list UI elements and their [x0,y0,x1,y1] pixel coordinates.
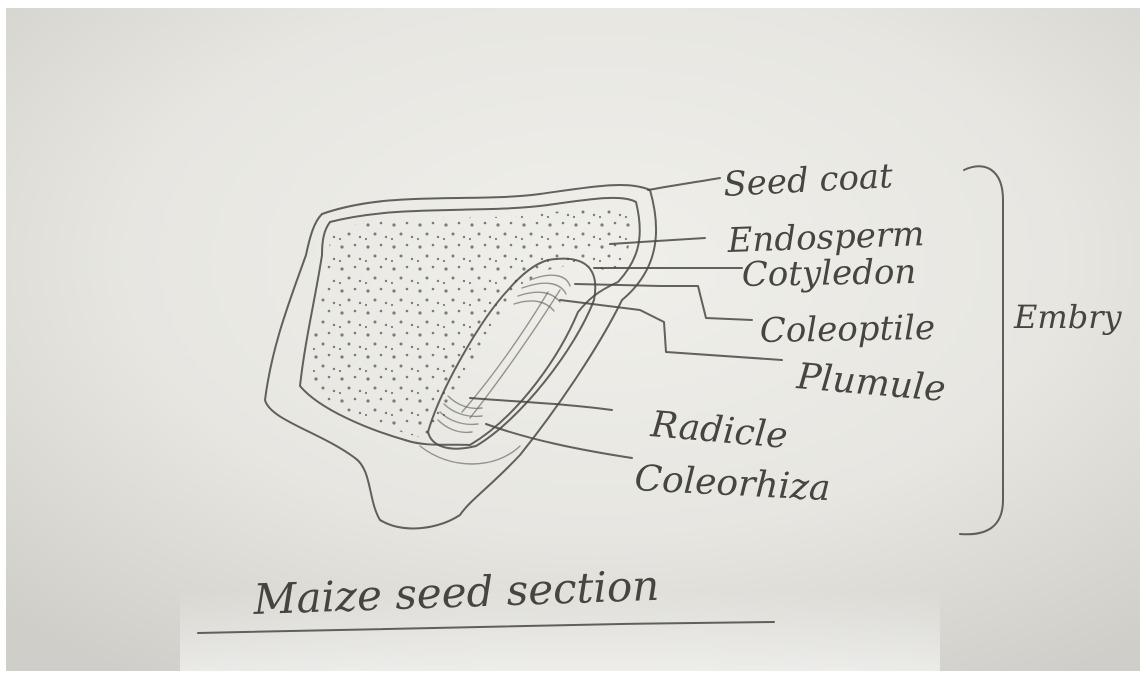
label-embryo: Embry [1013,298,1122,336]
label-coleoptile: Coleoptile [759,308,935,351]
label-cotyledon: Cotyledon [741,252,916,295]
